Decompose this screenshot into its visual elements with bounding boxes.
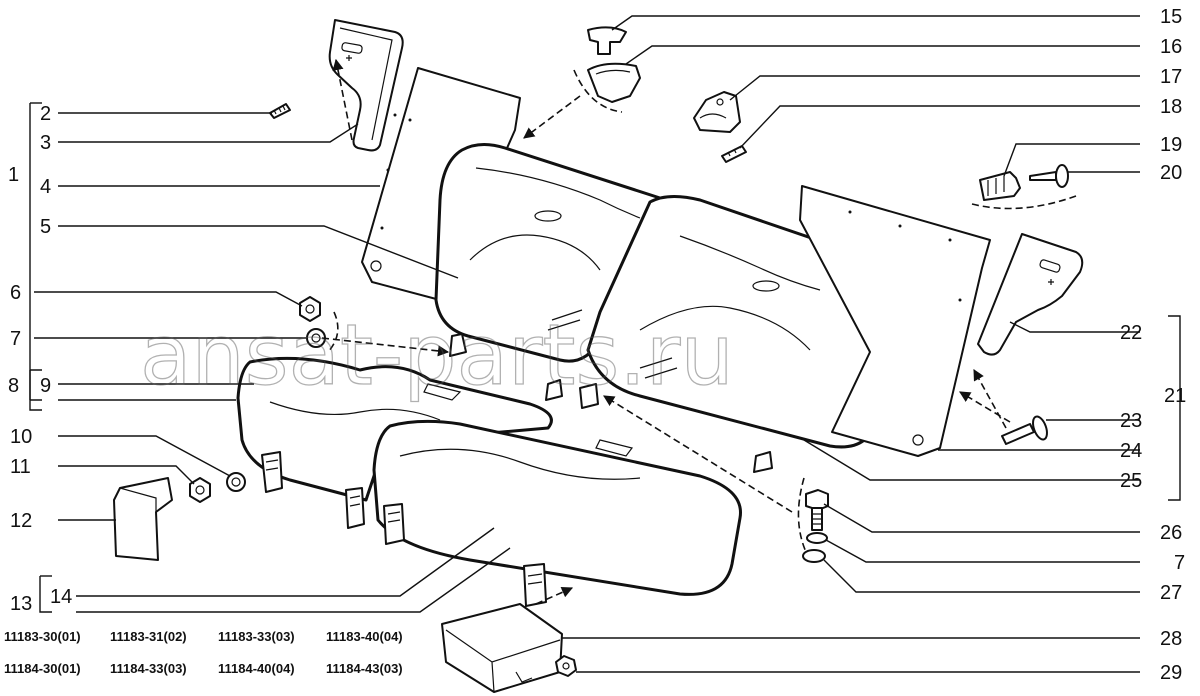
callout-2: 2 bbox=[40, 103, 51, 125]
code-row1-col1: 11183-30(01) bbox=[4, 629, 81, 644]
washer-27 bbox=[802, 549, 826, 563]
callout-18: 18 bbox=[1160, 96, 1182, 118]
right-side-trim bbox=[977, 233, 1084, 356]
callout-12: 12 bbox=[10, 510, 32, 532]
callout-7b: 7 bbox=[1174, 552, 1185, 574]
code-row1-col2: 11183-31(02) bbox=[110, 629, 187, 644]
callout-25: 25 bbox=[1120, 470, 1142, 492]
callout-27: 27 bbox=[1160, 582, 1182, 604]
screw-18 bbox=[721, 145, 747, 163]
callout-29: 29 bbox=[1160, 662, 1182, 684]
block-12 bbox=[113, 477, 173, 561]
callout-23: 23 bbox=[1120, 410, 1142, 432]
bracket-left bbox=[261, 451, 283, 493]
code-row1-col4: 11183-40(04) bbox=[326, 629, 403, 644]
bolt-26 bbox=[805, 489, 829, 531]
code-row2-col1: 11184-30(01) bbox=[4, 661, 81, 676]
bracket-bottom bbox=[523, 563, 547, 607]
callout-11: 11 bbox=[10, 456, 31, 478]
code-row2-col3: 11184-40(04) bbox=[218, 661, 295, 676]
callout-7: 7 bbox=[10, 328, 21, 350]
callout-10: 10 bbox=[10, 426, 32, 448]
callout-1: 1 bbox=[8, 164, 19, 186]
callout-13: 13 bbox=[10, 593, 32, 615]
callout-5: 5 bbox=[40, 216, 51, 238]
callout-20: 20 bbox=[1160, 162, 1182, 184]
latch-17 bbox=[693, 91, 741, 133]
left-side-trim bbox=[328, 19, 404, 152]
callouts-left: 1 2 3 4 5 6 7 8 9 10 11 12 13 14 bbox=[8, 103, 72, 615]
callout-17: 17 bbox=[1160, 66, 1182, 88]
code-row2-col2: 11184-33(03) bbox=[110, 661, 187, 676]
backrest-hinges bbox=[449, 333, 773, 473]
callout-8: 8 bbox=[8, 375, 19, 397]
model-codes: 11183-30(01) 11183-31(02) 11183-33(03) 1… bbox=[4, 629, 403, 676]
callout-6: 6 bbox=[10, 282, 21, 304]
bracket-16 bbox=[587, 62, 641, 103]
nut-11 bbox=[189, 477, 211, 503]
callout-16: 16 bbox=[1160, 36, 1182, 58]
callout-22: 22 bbox=[1120, 322, 1142, 344]
push-pin-23 bbox=[1001, 415, 1048, 445]
push-pin-20 bbox=[1029, 164, 1069, 188]
callout-4: 4 bbox=[40, 176, 51, 198]
nut-6 bbox=[299, 296, 321, 322]
callout-24: 24 bbox=[1120, 440, 1142, 462]
callout-15: 15 bbox=[1160, 6, 1182, 28]
code-row1-col3: 11183-33(03) bbox=[218, 629, 295, 644]
washer-10 bbox=[226, 472, 246, 492]
callout-26: 26 bbox=[1160, 522, 1182, 544]
code-row2-col4: 11184-43(03) bbox=[326, 661, 403, 676]
screw-2 bbox=[269, 103, 291, 119]
callout-3: 3 bbox=[40, 132, 51, 154]
callout-28: 28 bbox=[1160, 628, 1182, 650]
bracket-mid-2 bbox=[383, 503, 405, 545]
leader-lines bbox=[29, 15, 1181, 673]
callout-19: 19 bbox=[1160, 134, 1182, 156]
watermark: ansat-parts.ru bbox=[140, 306, 734, 404]
right-backrest-panel bbox=[799, 185, 991, 457]
callout-21: 21 bbox=[1164, 385, 1186, 407]
plug-19 bbox=[979, 171, 1021, 201]
right-seat-cushion bbox=[372, 419, 742, 596]
nut-29 bbox=[555, 655, 577, 677]
callouts-right: 15 16 17 18 19 20 21 22 23 24 25 26 7 27… bbox=[1120, 6, 1186, 684]
assembly-arrows bbox=[321, 58, 1077, 605]
clip-15 bbox=[587, 26, 627, 55]
washer-7-right bbox=[806, 532, 828, 544]
callout-14: 14 bbox=[50, 586, 72, 608]
bracket-mid-1 bbox=[345, 487, 365, 529]
box-28 bbox=[441, 603, 563, 693]
callout-9: 9 bbox=[40, 375, 51, 397]
